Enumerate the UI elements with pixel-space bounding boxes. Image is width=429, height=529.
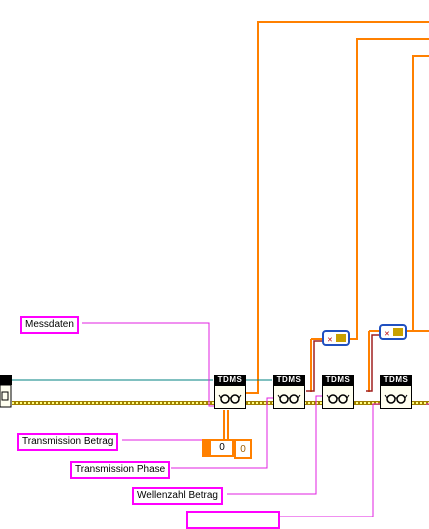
numeric-indicator[interactable] (234, 439, 252, 459)
svg-text:✕: ✕ (384, 331, 390, 338)
label-partial[interactable] (186, 511, 280, 529)
error-handler-node-2[interactable]: ✕ (379, 324, 407, 340)
tdms-header: TDMS (380, 375, 412, 385)
label-messdaten[interactable]: Messdaten (20, 316, 79, 334)
tdms-node-2[interactable]: TDMS (273, 375, 305, 409)
index-constant[interactable] (202, 439, 234, 457)
dark-red-wires[interactable] (306, 334, 380, 392)
partial-tdms-node-left[interactable] (0, 375, 12, 408)
glasses-icon (322, 385, 354, 409)
glasses-icon (380, 385, 412, 409)
label-transmission-betrag[interactable]: Transmission Betrag (17, 433, 119, 451)
tdms-header: TDMS (273, 375, 305, 385)
tdms-node-4[interactable]: TDMS (380, 375, 412, 409)
pink-wires[interactable] (82, 322, 429, 517)
tdms-node-3[interactable]: TDMS (322, 375, 354, 409)
glasses-icon (273, 385, 305, 409)
label-transmission-phase[interactable]: Transmission Phase (70, 461, 171, 479)
glasses-icon (214, 385, 246, 409)
svg-text:✕: ✕ (327, 337, 333, 344)
error-handler-node-1[interactable]: ✕ (322, 330, 350, 346)
tdms-header: TDMS (214, 375, 246, 385)
index-constant-value: 0 (219, 442, 225, 453)
indicator-value: 0 (240, 444, 246, 455)
tdms-header: TDMS (322, 375, 354, 385)
label-wellenzahl-betrag[interactable]: Wellenzahl Betrag (132, 487, 223, 505)
tdms-node-1[interactable]: TDMS (214, 375, 246, 409)
